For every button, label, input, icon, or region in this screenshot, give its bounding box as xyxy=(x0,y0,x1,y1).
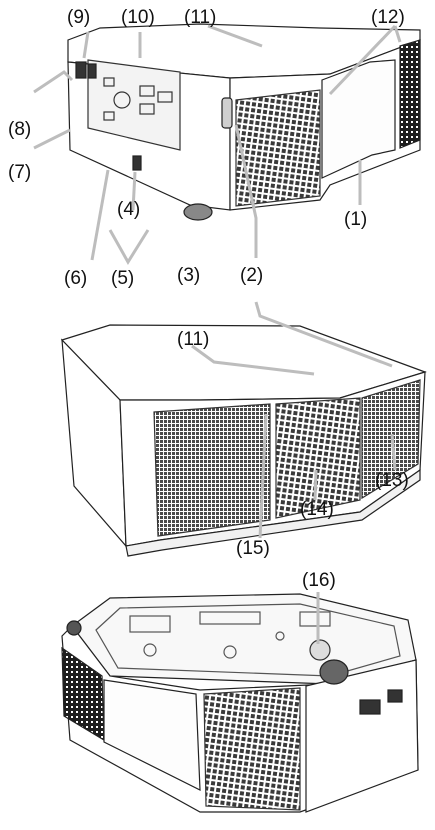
connector-panel xyxy=(87,59,181,151)
bottom-lens-door xyxy=(103,679,201,791)
callout-14: (14) xyxy=(300,499,334,520)
rear-vent-14 xyxy=(275,397,361,519)
rear-vent-15 xyxy=(153,403,271,537)
callout-6: (6) xyxy=(64,268,88,289)
callout-2: (2) xyxy=(240,265,264,286)
callout-15: (15) xyxy=(236,538,270,559)
callout-3: (3) xyxy=(177,265,201,286)
callout-11-top: (11) xyxy=(184,7,217,28)
bottom-front-vent xyxy=(203,687,301,811)
callout-12: (12) xyxy=(371,7,405,28)
callout-9: (9) xyxy=(67,7,91,28)
callout-1: (1) xyxy=(344,209,368,230)
leader-lines-view1 xyxy=(33,24,402,265)
callout-11-mid: (11) xyxy=(177,329,210,350)
callout-4: (4) xyxy=(117,199,141,220)
callout-13: (13) xyxy=(375,470,409,491)
callout-16: (16) xyxy=(302,570,336,591)
front-vent-grille xyxy=(235,89,321,207)
view-bottom xyxy=(61,593,419,813)
callout-8: (8) xyxy=(8,119,32,140)
side-vent-12 xyxy=(399,39,421,149)
view-front-side xyxy=(67,23,421,221)
callout-10: (10) xyxy=(121,7,155,28)
callout-5: (5) xyxy=(111,268,135,289)
callout-7: (7) xyxy=(8,162,32,183)
lens-door xyxy=(321,59,396,179)
leader-lines-view2 xyxy=(191,301,397,539)
view-rear-side xyxy=(60,324,427,557)
